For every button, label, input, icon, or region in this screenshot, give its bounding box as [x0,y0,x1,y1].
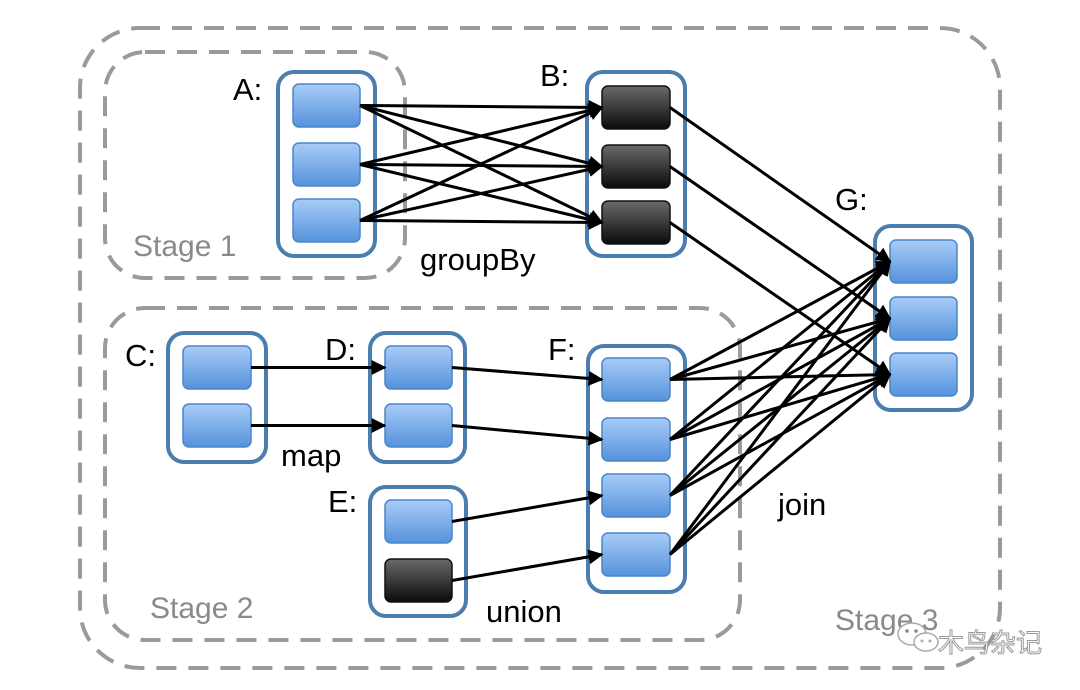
edge-f4-g2 [668,317,892,556]
partition-b1 [601,85,671,130]
op-label-union: union [486,594,562,629]
partition-e1 [384,499,453,544]
watermark-text: 木鸟杂记 [938,629,1042,659]
partition-f4 [601,532,671,577]
partition-b2 [601,144,671,189]
partition-g2 [889,296,958,341]
partition-d2 [384,403,453,448]
edge-f1-g1 [669,260,892,381]
stage1-label: Stage 1 [133,230,236,263]
edge-f2-g1 [669,260,892,441]
edge-a3-b2 [359,162,604,222]
op-label-map: map [281,438,341,473]
partition-a3 [292,198,361,243]
op-label-join: join [777,487,826,522]
partition-a1 [292,83,361,128]
rdd-label-e: E: [328,484,357,519]
rdd-label-a: A: [233,72,262,107]
edge-a1-b1 [359,99,604,115]
partition-f3 [601,473,671,518]
partition-c1 [182,345,252,390]
edge-d2-f2 [451,424,604,446]
partition-c2 [182,403,252,448]
rdd-label-c: C: [125,338,156,373]
rdd-f-container [586,344,687,594]
partition-g1 [889,239,958,284]
edge-b2-g2 [669,165,892,320]
edge-f4-g3 [669,373,892,556]
stage3-boundary [78,26,1002,670]
edge-a3-b3 [359,214,604,230]
rdd-label-g: G: [835,182,868,217]
edge-a2-b1 [359,103,604,166]
edge-e2-f4 [451,549,604,582]
rdd-label-f: F: [548,332,576,367]
edge-f3-g1 [668,260,892,497]
partition-g3 [889,352,958,397]
rdd-label-d: D: [325,332,356,367]
edge-b1-g1 [669,106,892,263]
partition-b3 [601,200,671,245]
partition-a2 [292,142,361,187]
partition-f1 [601,357,671,402]
edge-a3-b1 [359,106,604,222]
edge-d1-f1 [451,366,604,386]
edge-f4-g1 [668,260,892,556]
stage2-boundary [103,306,742,642]
partition-d1 [384,345,453,390]
op-label-groupby: groupBy [420,242,536,277]
partition-e2 [384,558,453,603]
watermark: 木鸟杂记 [897,622,1043,660]
rdd-label-b: B: [540,58,569,93]
edge-e1-f3 [451,490,604,523]
partition-f2 [601,417,671,462]
wechat-icon [897,622,939,652]
stage2-label: Stage 2 [150,592,253,625]
